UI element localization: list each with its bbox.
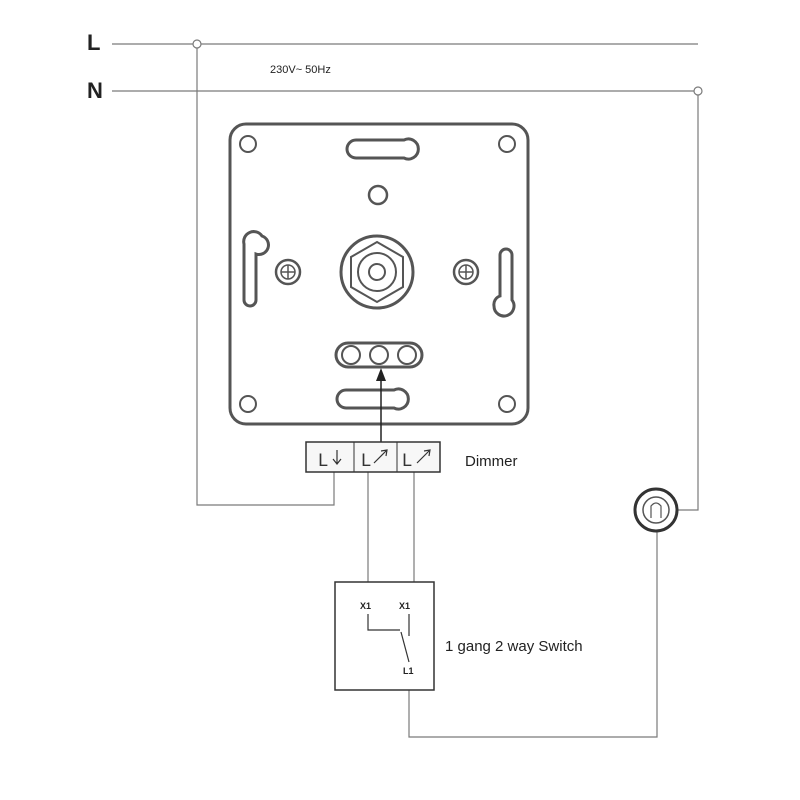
terminal-2-label: L [361, 451, 371, 471]
dimmer-frame [228, 122, 530, 426]
switch-to-lamp-wire [408, 528, 658, 738]
dimmer-label: Dimmer [465, 453, 518, 470]
terminal-arrow-icon [416, 449, 431, 464]
switch-lever [400, 631, 410, 663]
arrow-head-icon [376, 368, 386, 381]
terminal-strip-icon [334, 341, 424, 369]
switch-terminal-x1-left: X1 [360, 601, 371, 611]
switch-terminal-x1-right: X1 [399, 601, 410, 611]
neutral-to-lamp-wire [678, 91, 699, 511]
switch-label: 1 gang 2 way Switch [445, 638, 583, 655]
two-way-switch: X1 X1 L1 1 gang 2 way Switch [334, 581, 583, 691]
dimmer-plate [228, 122, 530, 442]
left-mounting-slot [242, 230, 270, 308]
line-label: L [87, 30, 100, 55]
dimmer-terminal-block: L L L Dimmer [305, 441, 518, 473]
switch-contact-left [367, 614, 400, 631]
wiring [192, 39, 703, 738]
neutral-junction [693, 86, 703, 96]
terminal-arrow-icon [373, 449, 388, 464]
top-mounting-slot [345, 137, 420, 161]
dimmer-shaft-icon [339, 234, 415, 310]
bottom-mounting-slot [335, 387, 410, 411]
supply-voltage-label: 230V~ 50Hz [270, 64, 331, 76]
right-mounting-slot [492, 247, 516, 318]
terminal-1-label: L [318, 451, 328, 471]
terminal-block-frame [305, 441, 441, 473]
corner-hole-icon [498, 395, 516, 413]
terminal-arrow-icon [332, 450, 342, 465]
corner-hole-icon [498, 135, 516, 153]
corner-hole-icon [239, 395, 257, 413]
supply-lines: L N 230V~ 50Hz [87, 30, 698, 103]
switch-terminal-l1: L1 [403, 666, 414, 676]
line-junction [192, 39, 202, 49]
left-screw-icon [274, 258, 302, 286]
right-screw-icon [452, 258, 480, 286]
corner-hole-icon [239, 135, 257, 153]
neutral-label: N [87, 78, 103, 103]
small-hole-icon [367, 184, 389, 206]
switch-frame [334, 581, 435, 691]
terminal-3-label: L [402, 451, 412, 471]
line-to-dimmer-wire [196, 44, 335, 506]
lamp-icon [633, 487, 679, 533]
